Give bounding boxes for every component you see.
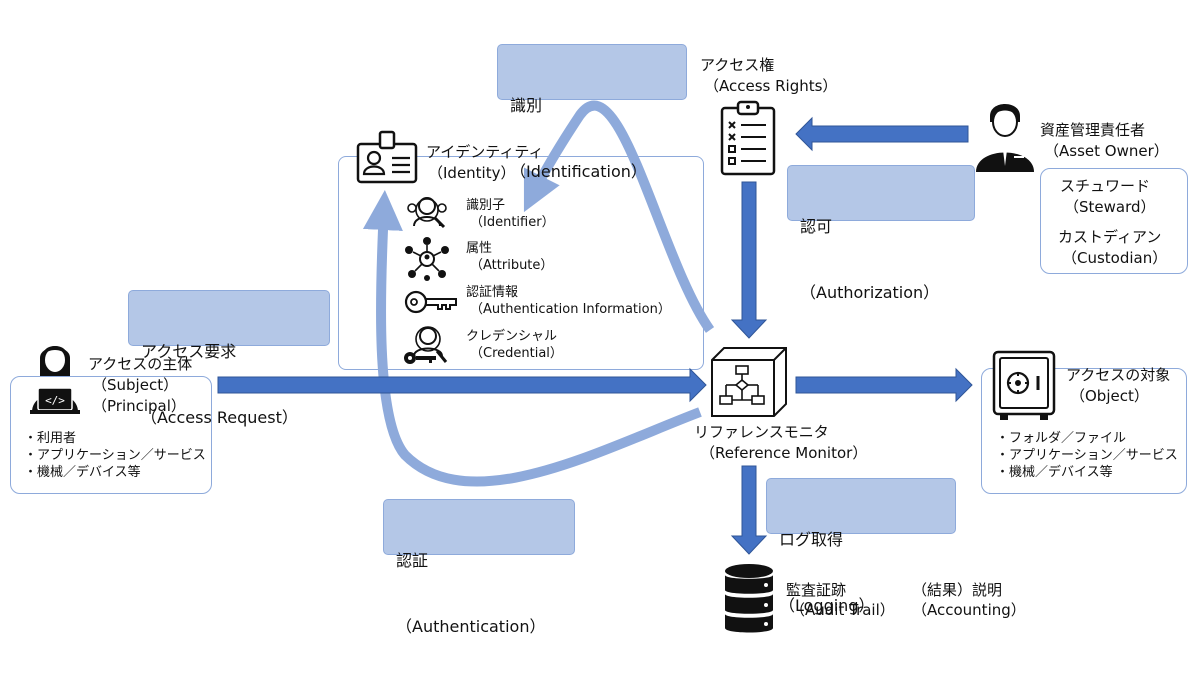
audit-trail-en: （Audit Trail） <box>790 601 895 619</box>
reference-monitor-ja: リファレンスモニタ <box>694 423 829 441</box>
subject-items: ・利用者 ・アプリケーション／サービス ・機械／デバイス等 <box>24 430 206 481</box>
logging-arrow <box>730 465 768 555</box>
object-ja: アクセスの対象 <box>1066 366 1171 384</box>
subject-en1: （Subject） <box>92 376 179 394</box>
accounting-en: （Accounting） <box>912 601 1026 619</box>
auth-info-en: （Authentication Information） <box>470 302 671 317</box>
authentication-label: 認証 （Authentication） <box>383 499 575 636</box>
credential-en: （Credential） <box>470 346 563 361</box>
steward-ja: スチュワード <box>1060 177 1151 195</box>
list-item: ・アプリケーション／サービス <box>24 448 206 463</box>
identifier-ja: 識別子 <box>466 198 506 213</box>
clipboard-checklist-icon <box>720 100 776 176</box>
attribute-en: （Attribute） <box>470 258 554 273</box>
flowchart-cube-icon <box>711 347 787 417</box>
authentication-label-ja: 認証 <box>396 551 429 570</box>
identification-curve-arrow <box>523 100 715 333</box>
access-request-label: アクセス要求 （Access Request） <box>128 290 330 427</box>
access-request-arrow <box>217 367 707 403</box>
auth-info-ja: 認証情報 <box>466 285 519 300</box>
credential-user-key-icon <box>404 326 448 364</box>
reference-monitor-en: （Reference Monitor） <box>700 444 868 462</box>
attribute-network-icon <box>405 237 449 281</box>
identity-title: アイデンティティ <box>426 143 544 161</box>
object-items: ・フォルダ／ファイル ・アプリケーション／サービス ・機械／デバイス等 <box>996 430 1178 481</box>
access-rights-ja: アクセス権 <box>700 56 775 74</box>
database-icon <box>725 564 773 633</box>
monitor-to-object-arrow <box>795 367 973 403</box>
logging-label-en: （Logging） <box>779 596 875 615</box>
developer-person-icon: </> <box>30 346 80 414</box>
object-en: （Object） <box>1070 387 1149 405</box>
list-item: ・機械／デバイス等 <box>24 465 141 480</box>
list-item: ・機械／デバイス等 <box>996 465 1113 480</box>
svg-text:</>: </> <box>45 394 65 407</box>
credential-ja: クレデンシャル <box>466 329 558 344</box>
authorization-label-ja: 認可 <box>800 217 833 236</box>
identifier-user-search-icon <box>407 197 447 229</box>
access-request-label-ja: アクセス要求 <box>141 342 237 361</box>
safe-icon <box>992 350 1056 420</box>
list-item: ・アプリケーション／サービス <box>996 448 1178 463</box>
list-item: ・利用者 <box>24 431 77 446</box>
id-badge-icon <box>356 130 418 184</box>
subject-en2: （Principal） <box>92 397 186 415</box>
access-rights-en: （Access Rights） <box>704 77 838 95</box>
list-item: ・フォルダ／ファイル <box>996 431 1127 446</box>
accounting-ja: （結果）説明 <box>912 581 1003 599</box>
asset-owner-en: （Asset Owner） <box>1044 142 1169 160</box>
rights-to-monitor-arrow <box>730 181 768 339</box>
asset-owner-roles-frame <box>1040 168 1188 274</box>
subject-title: アクセスの主体 <box>88 355 193 373</box>
attribute-ja: 属性 <box>466 241 493 256</box>
authorization-arrow <box>795 116 969 152</box>
custodian-en: （Custodian） <box>1062 249 1168 267</box>
identity-frame <box>338 156 704 370</box>
access-request-label-en: （Access Request） <box>141 408 298 427</box>
identification-label-en: （Identification） <box>510 162 647 181</box>
identification-label: 識別 （Identification） <box>497 44 687 181</box>
authentication-label-en: （Authentication） <box>396 617 546 636</box>
authorization-label-en: （Authorization） <box>800 283 940 302</box>
identifier-en: （Identifier） <box>470 215 555 230</box>
logging-label-ja: ログ取得 <box>779 530 844 549</box>
audit-trail-ja: 監査証跡 <box>786 581 847 599</box>
asset-owner-ja: 資産管理責任者 <box>1040 121 1146 139</box>
logging-label: ログ取得 （Logging） <box>766 478 956 615</box>
authentication-curve-arrow <box>362 190 702 487</box>
custodian-ja: カストディアン <box>1058 228 1162 246</box>
authorization-label: 認可 （Authorization） <box>787 165 975 302</box>
identification-label-ja: 識別 <box>510 96 543 115</box>
object-frame <box>981 368 1187 494</box>
identity-en: （Identity） <box>428 164 516 182</box>
steward-en: （Steward） <box>1064 198 1156 216</box>
key-icon <box>404 290 457 314</box>
businessman-icon <box>976 104 1034 172</box>
subject-frame <box>10 376 212 494</box>
